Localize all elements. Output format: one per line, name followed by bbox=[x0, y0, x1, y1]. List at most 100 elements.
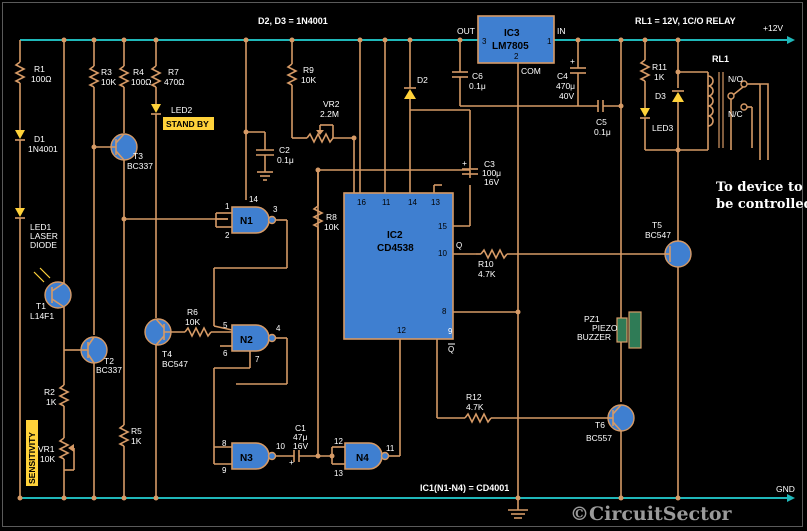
d1-ref: D1 bbox=[34, 134, 45, 144]
nc-label: N/C bbox=[728, 109, 743, 119]
ic3-out-label: OUT bbox=[457, 26, 475, 36]
r1-value: 100Ω bbox=[31, 74, 52, 84]
no-label: N/O bbox=[728, 74, 744, 84]
timing-network: R9 10K VR2 2.2M R8 10K bbox=[286, 37, 357, 240]
c4-capacitor: + C4 470μ 40V bbox=[556, 37, 586, 106]
r3-ref: R3 bbox=[101, 67, 112, 77]
ic2-q: Q bbox=[456, 241, 462, 250]
t1-value: L14F1 bbox=[30, 311, 54, 321]
ic3-ref: IC3 bbox=[504, 28, 520, 39]
vr1-potentiometer[interactable] bbox=[58, 437, 70, 460]
watermark: ©CircuitSector bbox=[570, 503, 733, 525]
standby-tag bbox=[163, 117, 214, 130]
c2-ref: C2 bbox=[279, 145, 290, 155]
r12-ref: R12 bbox=[466, 392, 482, 402]
n3-label: N3 bbox=[240, 453, 253, 464]
supply-label: +12V bbox=[763, 23, 783, 33]
standby-label: STAND BY bbox=[166, 119, 209, 129]
relay-note: RL1 = 12V, 1C/O RELAY bbox=[635, 16, 736, 26]
r11-ref: R11 bbox=[652, 62, 667, 72]
ic3-lm7805: IC3 LM7805 3 1 2 OUT IN COM bbox=[457, 15, 566, 519]
n1-pin3: 3 bbox=[273, 205, 278, 214]
c3-voltage: 16V bbox=[484, 177, 499, 187]
led3-ref: LED3 bbox=[652, 123, 674, 133]
t2-value: BC337 bbox=[96, 365, 122, 375]
relay-driver: R11 1K LED3 D3 RL1 N/O N/C bbox=[639, 37, 769, 501]
n3-pin9: 9 bbox=[222, 466, 227, 475]
led1-ref: LED1 bbox=[30, 222, 52, 232]
led2-ref: LED2 bbox=[171, 105, 193, 115]
c3-ref: C3 bbox=[484, 159, 495, 169]
n2-label: N2 bbox=[240, 335, 253, 346]
r4-ref: R4 bbox=[133, 67, 144, 77]
n4-label: N4 bbox=[356, 453, 369, 464]
c3-capacitor: + C3 100μ 16V bbox=[410, 109, 501, 187]
ic3-com-label: COM bbox=[521, 66, 541, 76]
r3-resistor bbox=[88, 65, 100, 88]
r6-resistor bbox=[184, 326, 212, 338]
gate-n1: N1 1 2 3 14 bbox=[213, 195, 288, 326]
d3-ref: D3 bbox=[655, 91, 666, 101]
t4-value: BC547 bbox=[162, 359, 188, 369]
ic2-pin14: 14 bbox=[408, 198, 417, 207]
gate-n4: N4 12 13 11 bbox=[315, 169, 470, 478]
r1-ref: R1 bbox=[34, 64, 45, 74]
t3-ref: T3 bbox=[133, 151, 143, 161]
n1-label: N1 bbox=[240, 216, 253, 227]
d1-value: 1N4001 bbox=[28, 144, 58, 154]
r8-resistor bbox=[312, 205, 324, 228]
r6-value: 10K bbox=[185, 317, 200, 327]
c1-value: 47μ bbox=[293, 432, 307, 442]
c3-value: 100μ bbox=[482, 168, 501, 178]
d3-diode-icon bbox=[672, 92, 684, 102]
pz1-line2: PIEZO bbox=[592, 323, 618, 333]
n3-pin10: 10 bbox=[276, 442, 285, 451]
sensitivity-tag bbox=[26, 420, 38, 486]
pz1-ref: PZ1 bbox=[584, 314, 600, 324]
r8-ref: R8 bbox=[326, 212, 337, 222]
ic2-pin13: 13 bbox=[431, 198, 440, 207]
t5-stage: R10 4.7K T5 BC547 bbox=[476, 220, 692, 279]
c5-ref: C5 bbox=[596, 117, 607, 127]
device-note-line1: To device to bbox=[716, 180, 803, 195]
r1-resistor bbox=[14, 61, 26, 84]
n1-pin2: 2 bbox=[225, 231, 230, 240]
c4-voltage: 40V bbox=[559, 91, 574, 101]
led3-icon bbox=[640, 108, 650, 117]
c2-capacitor: C2 0.1μ bbox=[243, 37, 294, 200]
n2-pin7: 7 bbox=[255, 355, 260, 364]
r5-ref: R5 bbox=[131, 426, 142, 436]
svg-text:+: + bbox=[289, 457, 294, 467]
n2-pin6: 6 bbox=[223, 349, 228, 358]
r12-value: 4.7K bbox=[466, 402, 484, 412]
n2-pin4: 4 bbox=[276, 324, 281, 333]
vr2-potentiometer[interactable] bbox=[306, 132, 334, 144]
n4-pin11: 11 bbox=[386, 444, 395, 453]
vr2-ref: VR2 bbox=[323, 99, 340, 109]
n4-pin13: 13 bbox=[334, 469, 343, 478]
r4-resistor bbox=[118, 65, 130, 88]
device-note-line2: be controlled bbox=[716, 197, 807, 212]
c1-voltage: 16V bbox=[293, 441, 308, 451]
r5-resistor bbox=[118, 424, 130, 447]
c6-value: 0.1μ bbox=[469, 81, 486, 91]
r9-resistor bbox=[286, 63, 298, 86]
t3-value: BC337 bbox=[127, 161, 153, 171]
t6-value: BC557 bbox=[586, 433, 612, 443]
r10-resistor bbox=[480, 248, 508, 260]
ic2-ref: IC2 bbox=[387, 230, 403, 241]
r4-value: 100Ω bbox=[131, 77, 152, 87]
rl1-ref: RL1 bbox=[712, 54, 729, 64]
ic2-pin8: 8 bbox=[442, 307, 447, 316]
ic2-cd4538: IC2 CD4538 16 11 14 13 15 10 8 12 Q Q 9 bbox=[343, 37, 521, 419]
ic2-qbar: Q bbox=[448, 345, 454, 354]
d1-diode-icon bbox=[15, 130, 25, 139]
vr1-value: 10K bbox=[40, 454, 55, 464]
ic2-pin9: 9 bbox=[448, 327, 453, 336]
svg-text:+: + bbox=[570, 56, 575, 66]
r7-value: 470Ω bbox=[164, 77, 185, 87]
c6-ref: C6 bbox=[472, 71, 483, 81]
